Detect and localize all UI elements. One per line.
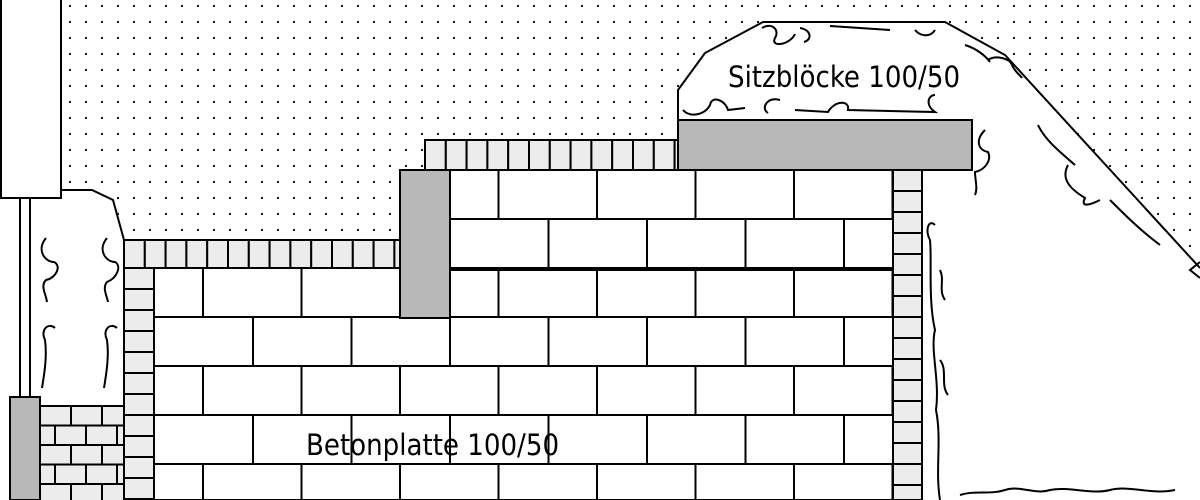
brick <box>892 463 923 486</box>
concrete-slab-label: Betonplatte 100/50 <box>306 428 559 462</box>
brick <box>310 239 334 269</box>
brick <box>123 414 155 437</box>
seat-block <box>677 119 973 171</box>
vegetation-squiggles <box>40 24 1200 500</box>
brick <box>892 316 923 339</box>
brick <box>892 211 923 234</box>
brick <box>331 239 354 269</box>
brick <box>892 274 923 297</box>
brick <box>54 424 87 446</box>
brick <box>123 239 146 269</box>
brick <box>70 444 103 466</box>
brick <box>85 463 118 485</box>
brick <box>123 393 155 416</box>
brick <box>424 139 447 171</box>
brick <box>39 444 72 466</box>
brick <box>528 139 551 171</box>
brick <box>611 139 635 171</box>
brick <box>39 483 72 500</box>
brick <box>206 239 229 269</box>
brick <box>548 139 572 171</box>
brick <box>39 424 56 446</box>
left-post-base <box>9 396 41 500</box>
brick <box>590 139 614 171</box>
brick <box>892 253 923 276</box>
brick <box>247 239 271 269</box>
brick <box>123 477 155 500</box>
brick <box>569 139 593 171</box>
brick <box>486 139 510 171</box>
brick <box>185 239 209 269</box>
brick <box>351 239 375 269</box>
hill-planting <box>678 22 1200 500</box>
brick <box>70 405 103 427</box>
brick <box>892 358 923 381</box>
brick <box>632 139 655 171</box>
brick <box>652 139 676 171</box>
brick <box>892 295 923 318</box>
brick <box>892 169 923 192</box>
brick <box>892 400 923 423</box>
seat-blocks-label: Sitzblöcke 100/50 <box>728 60 960 94</box>
brick <box>892 190 923 213</box>
brick <box>892 232 923 255</box>
brick <box>268 239 292 269</box>
brick <box>892 421 923 444</box>
brick <box>123 456 155 479</box>
brick <box>143 239 167 269</box>
left-post <box>0 0 62 199</box>
brick <box>123 330 155 353</box>
brick <box>123 435 155 458</box>
brick <box>116 424 125 446</box>
brick <box>465 139 489 171</box>
brick <box>892 379 923 402</box>
main-wall <box>153 267 894 500</box>
brick <box>101 444 125 466</box>
brick <box>116 463 125 485</box>
brick <box>123 309 155 332</box>
brick <box>85 424 118 446</box>
brick <box>101 405 125 427</box>
grey-block-vertical <box>399 169 451 319</box>
brick <box>101 483 125 500</box>
brick <box>123 372 155 395</box>
brick <box>507 139 531 171</box>
brick <box>372 239 396 269</box>
brick <box>892 484 923 500</box>
brick <box>289 239 313 269</box>
brick <box>39 405 72 427</box>
brick <box>227 239 250 269</box>
brick <box>54 463 87 485</box>
brick <box>123 288 155 311</box>
brick <box>892 337 923 360</box>
brick <box>892 442 923 465</box>
brick <box>39 463 56 485</box>
brick <box>70 483 103 500</box>
brick <box>444 139 468 171</box>
brick <box>123 267 155 290</box>
brick <box>164 239 188 269</box>
brick <box>123 351 155 374</box>
